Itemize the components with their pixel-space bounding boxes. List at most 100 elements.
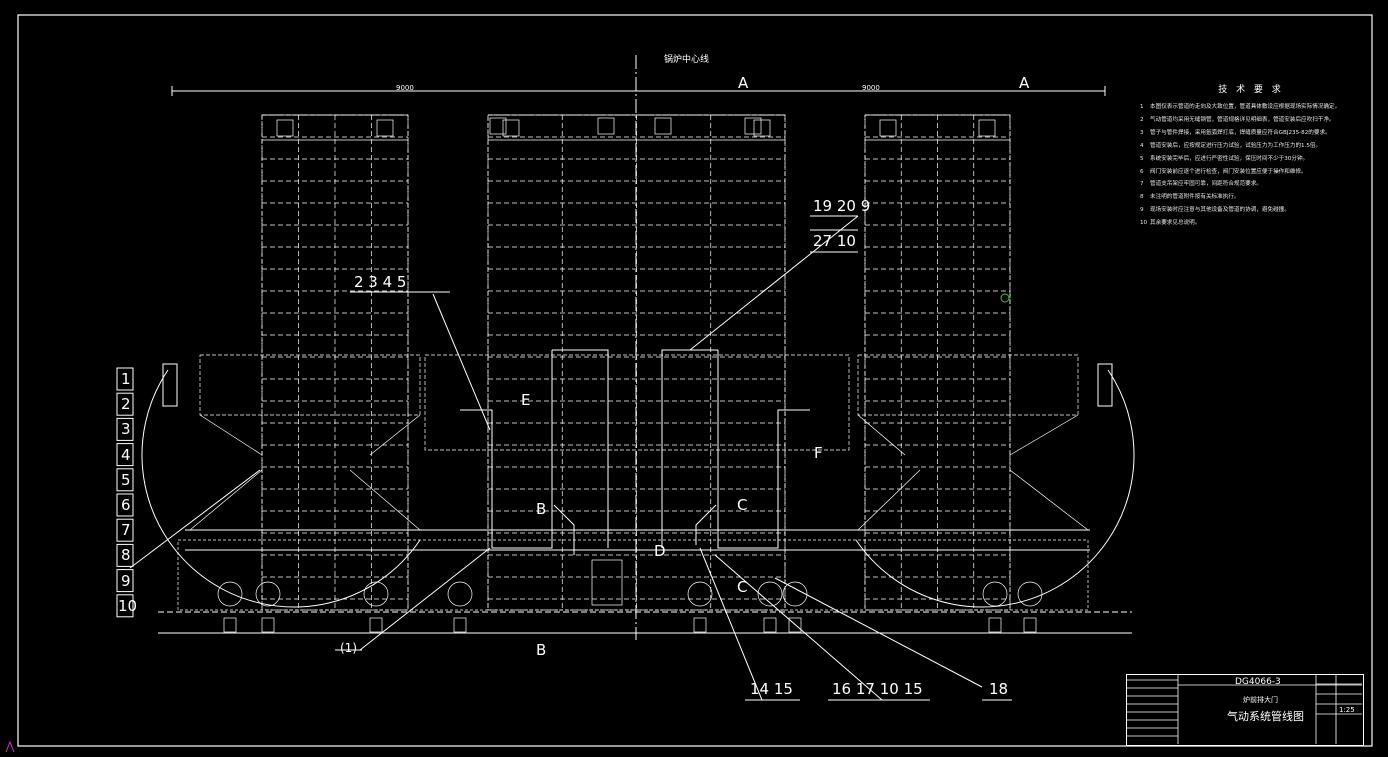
stack-box: [116, 417, 134, 441]
section-mark-b-mid: B: [536, 500, 547, 518]
note-number: 10: [1140, 220, 1148, 227]
section-mark-a-left: A: [738, 74, 749, 92]
frame-rect: [376, 119, 394, 137]
note-text: 本图仅表示管道的走向及大致位置，管道具体敷设应根据现场实际情况确定。: [1150, 104, 1341, 110]
note-text: 其余要求见总说明。: [1150, 220, 1201, 227]
frame-rect: [1023, 617, 1037, 633]
note-number: 9: [1140, 207, 1144, 214]
note-item: 9 现场安装时应注意与其他设备及管道的协调，避免碰撞。: [1140, 204, 1362, 217]
frame-rect: [763, 617, 777, 633]
stack-box: [116, 569, 134, 593]
callout-19-20-9: 19 20 9: [813, 197, 871, 215]
frame-rect: [199, 354, 421, 416]
wheel: [757, 581, 783, 607]
callout-paren-1: (1): [340, 641, 357, 655]
frame-rect: [276, 119, 294, 137]
frame-rect: [988, 617, 1002, 633]
callout-16-17-10-15: 16 17 10 15: [832, 680, 923, 698]
stack-box: [116, 468, 134, 492]
frame-rect: [788, 617, 802, 633]
wheel: [782, 581, 808, 607]
stack-number: 9: [121, 571, 131, 590]
note-text: 管道支吊架应牢固可靠，间距符合规范要求。: [1150, 181, 1262, 188]
stack-box: [116, 518, 134, 542]
note-number: 6: [1140, 168, 1144, 175]
frame-rect: [453, 617, 467, 633]
wheel: [982, 581, 1008, 607]
callout-14-15: 14 15: [750, 680, 793, 698]
stack-box: [116, 392, 134, 416]
frame-rect: [369, 617, 383, 633]
frame-line: [189, 469, 263, 531]
note-number: 2: [1140, 116, 1144, 123]
stack-box: [116, 493, 134, 517]
drawing-number: DG4066-3: [1235, 677, 1281, 687]
note-text: 管道安装后，应按规定进行压力试验，试验压力为工作压力的1.5倍。: [1150, 142, 1322, 149]
frame-rect: [753, 119, 771, 137]
frame-rect: [744, 117, 762, 135]
stack-number: 6: [121, 496, 131, 514]
dim-left: 9000: [396, 84, 414, 92]
note-number: 7: [1140, 181, 1144, 188]
sub-title: 炉前排大门: [1243, 696, 1278, 704]
centerline-label: 锅炉中心线: [664, 55, 710, 65]
wheel: [255, 581, 281, 607]
note-number: 5: [1140, 155, 1144, 162]
frame-rect: [978, 119, 996, 137]
frame-rect: [597, 117, 615, 135]
title-block: DG4066-3 炉前排大门 气动系统管线图 1:25: [1126, 674, 1364, 746]
section-mark-f: F: [814, 444, 823, 462]
frame-line: [369, 414, 421, 456]
frame-line: [1009, 469, 1089, 531]
section-mark-d: D: [654, 542, 666, 560]
frame-rect: [654, 117, 672, 135]
frame-rect: [223, 617, 237, 633]
wheel: [363, 581, 389, 607]
technical-notes: 技 术 要 求 1 本图仅表示管道的走向及大致位置，管道具体敷设应根据现场实际情况…: [1140, 82, 1362, 230]
section-mark-a-right: A: [1019, 74, 1030, 92]
note-item: 4 管道安装后，应按规定进行压力试验，试验压力为工作压力的1.5倍。: [1140, 140, 1362, 153]
wheel: [687, 581, 713, 607]
stack-number: 4: [121, 445, 131, 464]
drawing-border: [17, 14, 1373, 747]
stack-number: 2: [121, 395, 131, 414]
frame-line: [857, 414, 906, 456]
note-number: 3: [1140, 129, 1144, 136]
notes-list: 1 本图仅表示管道的走向及大致位置，管道具体敷设应根据现场实际情况确定。 2 气动管道…: [1140, 101, 1362, 230]
section-mark-b-bottom: B: [536, 641, 547, 659]
right-arc: [855, 369, 1135, 608]
section-mark-c-lower: C: [737, 578, 748, 596]
callout-18: 18: [989, 680, 1009, 698]
wheel: [1017, 581, 1043, 607]
note-number: 4: [1140, 142, 1144, 149]
stack-number: 1: [121, 370, 131, 388]
main-title: 气动系统管线图: [1227, 710, 1304, 723]
section-mark-c-upper: C: [737, 496, 748, 514]
notes-title: 技 术 要 求: [1218, 85, 1284, 95]
frame-rect: [261, 617, 275, 633]
scale: 1:25: [1339, 706, 1355, 714]
callout-27-10: 27 10: [813, 232, 856, 250]
note-item: 1 本图仅表示管道的走向及大致位置，管道具体敷设应根据现场实际情况确定。: [1140, 101, 1362, 114]
frame-rect: [693, 617, 707, 633]
frame-line: [199, 414, 263, 456]
note-text: 气动管道均采用无缝钢管，管道规格详见明细表，管道安装后应吹扫干净。: [1150, 116, 1335, 123]
frame-rect: [177, 539, 1089, 611]
wheel: [447, 581, 473, 607]
note-text: 未注明的管道附件按有关标准执行。: [1150, 194, 1240, 201]
note-number: 1: [1140, 104, 1144, 110]
stack-number: 8: [121, 546, 131, 565]
dim-right: 9000: [862, 84, 880, 92]
note-text: 现场安装时应注意与其他设备及管道的协调，避免碰撞。: [1150, 207, 1290, 214]
section-mark-e: E: [521, 391, 531, 409]
frame-line: [1009, 414, 1079, 456]
stack-number: 5: [121, 470, 131, 489]
frame-rect: [857, 354, 1079, 416]
stack-number: 7: [121, 521, 131, 540]
frame-line: [349, 469, 421, 531]
